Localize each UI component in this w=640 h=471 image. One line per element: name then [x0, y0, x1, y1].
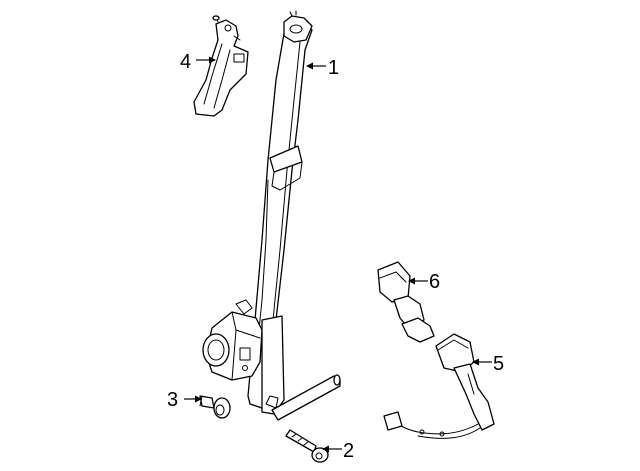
callout-3-label: 3 [167, 389, 178, 411]
callout-3: 3 [167, 389, 202, 411]
part-4-guide-bracket [193, 15, 249, 117]
callout-5: 5 [472, 353, 504, 375]
callout-4: 4 [180, 51, 216, 73]
part-5-buckle-assembly [383, 333, 495, 439]
callout-2-label: 2 [343, 440, 354, 462]
part-2-anchor-bolt [285, 429, 329, 463]
callout-5-label: 5 [493, 353, 504, 375]
callout-6-label: 6 [429, 271, 440, 293]
callout-1: 1 [306, 57, 339, 79]
part-6-latch-plate [377, 261, 435, 343]
callout-1-label: 1 [328, 57, 339, 79]
callout-2: 2 [322, 440, 354, 462]
callout-4-label: 4 [180, 51, 191, 73]
callout-6: 6 [408, 271, 440, 293]
part-1-seat-belt-retractor [202, 10, 341, 421]
part-3-bolt [199, 395, 231, 419]
